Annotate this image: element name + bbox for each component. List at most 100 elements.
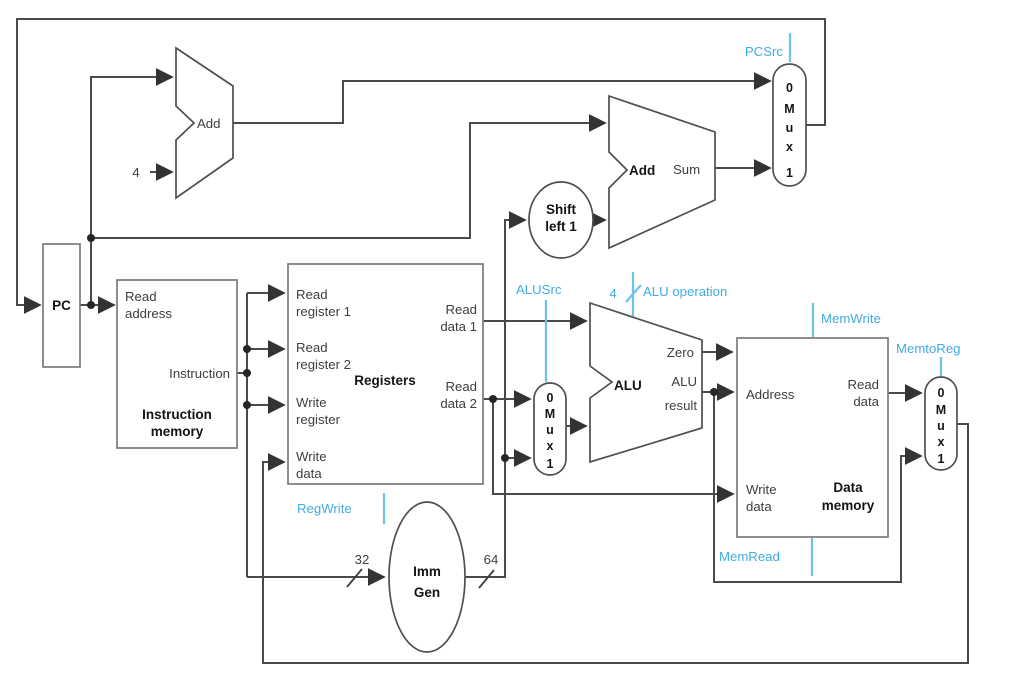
alu-zero-label: Zero (667, 345, 694, 360)
instruction-memory-title-line1: Instruction (142, 407, 212, 422)
write-data-label-line1: Write (296, 449, 327, 464)
write-register-label-line1: Write (296, 395, 327, 410)
read-register-1-label-line1: Read (296, 287, 328, 302)
mux-line: 1 (786, 166, 793, 180)
mux-line: x (786, 140, 793, 154)
junction-dots (87, 234, 718, 462)
mux-line: M (936, 403, 946, 417)
branch-add-label: Add (629, 163, 655, 178)
memtoreg-label: MemtoReg (896, 341, 961, 356)
wire-immgen-to-shiftleft (465, 211, 527, 578)
mux-line: 0 (938, 386, 945, 400)
data-memory-title-line1: Data (833, 480, 863, 495)
mux-line: u (546, 423, 554, 437)
mux-line: u (786, 121, 794, 135)
data-memory-box (736, 337, 889, 538)
wire-alu-result-bypass-to-memtoreg-mux (713, 392, 923, 583)
alu-operation-width-slash (625, 284, 642, 303)
pcsrc-mux (772, 63, 807, 187)
branch-add-adder (608, 94, 716, 250)
pc-box (42, 243, 81, 368)
mux-line: 1 (547, 457, 554, 471)
mux-line: 1 (938, 452, 945, 466)
pcsrc-label: PCSrc (745, 44, 784, 59)
junction-dot (243, 401, 251, 409)
immgen-input-width-slash (346, 568, 363, 588)
pc-increment-constant: 4 (132, 165, 139, 180)
imm-gen-oval (388, 501, 466, 653)
read-data-port-label-line2: data (853, 394, 879, 409)
instruction-port-label: Instruction (169, 366, 230, 381)
read-data-port-label-line1: Read (847, 377, 879, 392)
mux-line: M (784, 102, 794, 116)
shift-left-label-line1: Shift (546, 202, 576, 217)
read-data-2-label-line2: data 2 (440, 396, 477, 411)
mux-line: x (938, 435, 945, 449)
imm-gen-label-line1: Imm (413, 564, 441, 579)
sum-output-label: Sum (673, 162, 700, 177)
memtoreg-mux (924, 376, 958, 471)
shift-left-label-line2: left 1 (545, 219, 577, 234)
registers-title: Registers (354, 373, 416, 388)
wire-pc-to-pcadd (90, 68, 174, 305)
instruction-memory-box (116, 279, 238, 449)
mux-line: 0 (547, 391, 554, 405)
wire-read-data-2-to-data-memory (492, 399, 735, 503)
pc-label: PC (52, 298, 71, 313)
read-address-label-line2: address (125, 306, 172, 321)
dm-write-data-label-line2: data (746, 499, 772, 514)
junction-dot (87, 301, 95, 309)
alu-result-label-line1: ALU (671, 374, 697, 389)
memwrite-label: MemWrite (821, 311, 881, 326)
alusrc-label: ALUSrc (516, 282, 562, 297)
immgen-input-width: 32 (355, 552, 370, 567)
write-data-label-line2: data (296, 466, 322, 481)
alu-label: ALU (614, 378, 642, 393)
memtoreg-mux-labels: 0 M u x 1 (936, 386, 946, 466)
data-memory-title-line2: memory (822, 498, 875, 513)
junction-dot (710, 388, 718, 396)
write-register-label-line2: register (296, 412, 341, 427)
read-register-2-label-line2: register 2 (296, 357, 351, 372)
mux-line: x (547, 439, 554, 453)
junction-dot (87, 234, 95, 242)
pcsrc-mux-labels: 0 M u x 1 (784, 81, 794, 180)
pc-add-label: Add (197, 116, 220, 131)
mux-line: M (545, 407, 555, 421)
wire-memtoreg-mux-to-write-data (262, 423, 969, 664)
read-data-1-label-line1: Read (445, 302, 477, 317)
wire-pc-to-branchadd (91, 114, 607, 239)
mux-line: u (937, 419, 945, 433)
pc-add-adder (175, 46, 234, 200)
registers-box (287, 263, 484, 485)
memread-label: MemRead (719, 549, 780, 564)
control-lines (382, 33, 943, 576)
alusrc-mux (533, 382, 567, 476)
junction-dot (489, 395, 497, 403)
read-data-2-label-line1: Read (445, 379, 477, 394)
junction-dot (501, 454, 509, 462)
alu-shape (589, 301, 703, 464)
alu-operation-label: ALU operation (643, 284, 727, 299)
alusrc-mux-labels: 0 M u x 1 (545, 391, 555, 471)
wires (16, 18, 969, 664)
read-address-label-line1: Read (125, 289, 157, 304)
alu-operation-width-label: 4 (609, 286, 616, 301)
immgen-output-width: 64 (484, 552, 499, 567)
alu-result-label-line2: result (665, 398, 698, 413)
dm-write-data-label-line1: Write (746, 482, 777, 497)
imm-gen-label-line2: Gen (414, 585, 440, 600)
junction-dot (243, 369, 251, 377)
instruction-memory-title-line2: memory (151, 424, 204, 439)
address-port-label: Address (746, 387, 795, 402)
read-register-1-label-line2: register 1 (296, 304, 351, 319)
wire-pc-writeback-loop (16, 18, 826, 314)
wire-pcadd-to-mux0 (233, 72, 772, 124)
regwrite-label: RegWrite (297, 501, 352, 516)
read-data-1-label-line2: data 1 (440, 319, 477, 334)
immgen-output-width-slash (478, 569, 495, 589)
shift-left-1-oval (528, 181, 594, 259)
read-register-2-label-line1: Read (296, 340, 328, 355)
